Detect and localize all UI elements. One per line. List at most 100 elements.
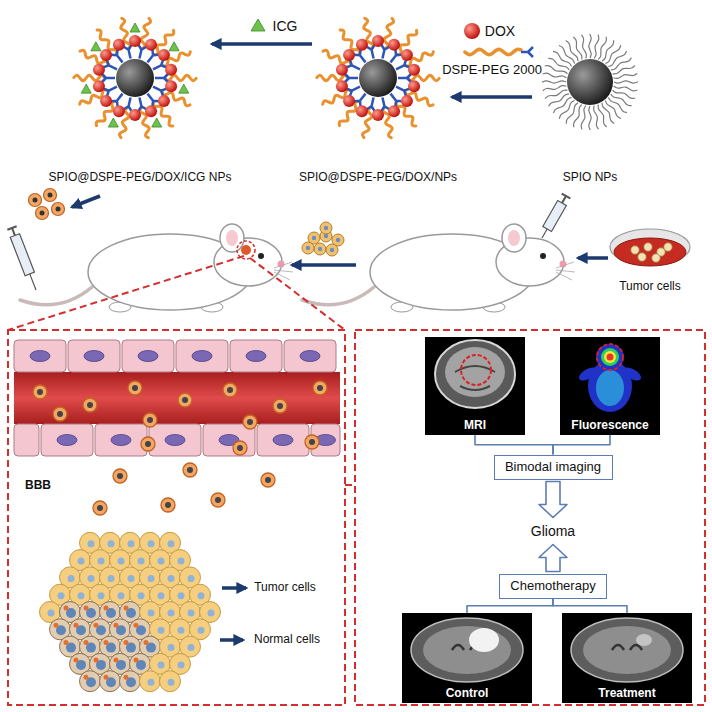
endothelial-cell [257,424,309,456]
mouse-tail [20,287,92,305]
nanoparticle-small [273,399,287,413]
tumor-cell [80,671,101,692]
surfactant-line [608,97,628,114]
surfactant [593,105,599,129]
cell-nucleus [165,435,185,446]
internalised-np [94,623,99,628]
nanoparticle-small [29,194,42,207]
normal-nucleus [188,610,195,617]
cultured-cell [638,253,646,261]
linker [104,83,119,96]
normal-nucleus [98,592,105,599]
peg-chain-line [165,75,196,80]
linker [144,91,158,106]
nanoparticle-core [145,441,151,447]
node-text: Control [446,687,489,701]
linker [136,97,147,111]
mouse-ear [502,224,526,252]
process-arrow [292,263,356,267]
node-text: Fluorescence [571,419,648,433]
normal-nucleus [208,610,215,617]
brain-section [571,618,683,682]
normal-nucleus [178,627,185,634]
mouse [302,224,575,312]
internalised-np [104,675,109,680]
dox-molecule [113,105,125,117]
brain-tissue [423,626,511,674]
surfactant-line [548,57,570,71]
nanoparticle-core [227,387,233,393]
nanoparticle-small [261,473,275,487]
nanoparticle-core [97,505,103,511]
nanoparticle-core [247,419,253,425]
fluor-hotspot [604,351,616,363]
surfactant-line [597,104,607,127]
surfactant [558,100,575,120]
linker [151,60,166,73]
linker [387,91,401,106]
linker [354,50,368,65]
tumor-cell-icon [326,244,338,256]
surfactant [572,36,582,59]
process-arrow [212,42,312,46]
normal-nucleus [188,644,195,651]
cultured-cell [631,246,639,254]
dox-molecule [145,39,157,51]
nanoparticle-core [57,411,63,417]
surfactant-line [543,85,567,91]
normal-cell [160,671,181,692]
fluor-hotspot [601,348,619,366]
normal-nucleus [78,558,85,565]
cell-nucleus [192,351,212,362]
linker [367,97,378,111]
surfactant-line [593,35,599,59]
cell-nucleus [57,435,77,446]
surfactant [613,85,637,91]
normal-nucleus [158,627,165,634]
tumor-cell-icon [302,242,314,254]
nanoparticle-core [37,389,43,395]
process-arrow [72,196,100,207]
linker [345,74,358,82]
surfactant-line [542,81,566,83]
tumor-region [469,628,499,652]
fluor-signal [596,370,624,406]
dox-molecule [356,39,368,51]
icg-molecule [169,42,179,51]
mouse-tail [302,287,374,305]
cell-nucleus [30,351,50,362]
dox-molecule [336,80,348,92]
normal-nucleus [178,592,185,599]
surfactant-line [613,73,637,79]
normal-nucleus [98,558,105,565]
endothelial-cell [284,340,336,372]
endothelial-cell [176,340,228,372]
mouse-whiskers [556,262,575,280]
surfactant-line [610,93,632,107]
annotation-label: ICG [273,18,298,34]
endothelial-cell [14,340,66,372]
normal-nucleus [58,592,65,599]
peg-chain [144,91,176,128]
normal-nucleus [198,627,205,634]
outcome-node: Glioma [527,521,580,542]
nanoparticle-core [56,207,61,212]
normal-nucleus [138,558,145,565]
nanoparticle-core [87,402,93,408]
peg-chain [74,74,115,82]
surfactant-line [589,106,591,130]
fluor-hotspot [607,354,614,361]
dox-molecule [129,109,141,121]
mri-image [425,337,525,435]
frame-link [345,484,355,486]
mri-brain [445,347,505,397]
endothelial-cell [68,340,120,372]
dox-molecule [158,49,170,61]
blood-vessel [14,372,340,424]
internalised-np [74,623,79,628]
nanoparticle-small [44,189,57,202]
mouse-ear [220,224,244,252]
surfactant [613,73,637,79]
cell-nucleus [138,351,158,362]
